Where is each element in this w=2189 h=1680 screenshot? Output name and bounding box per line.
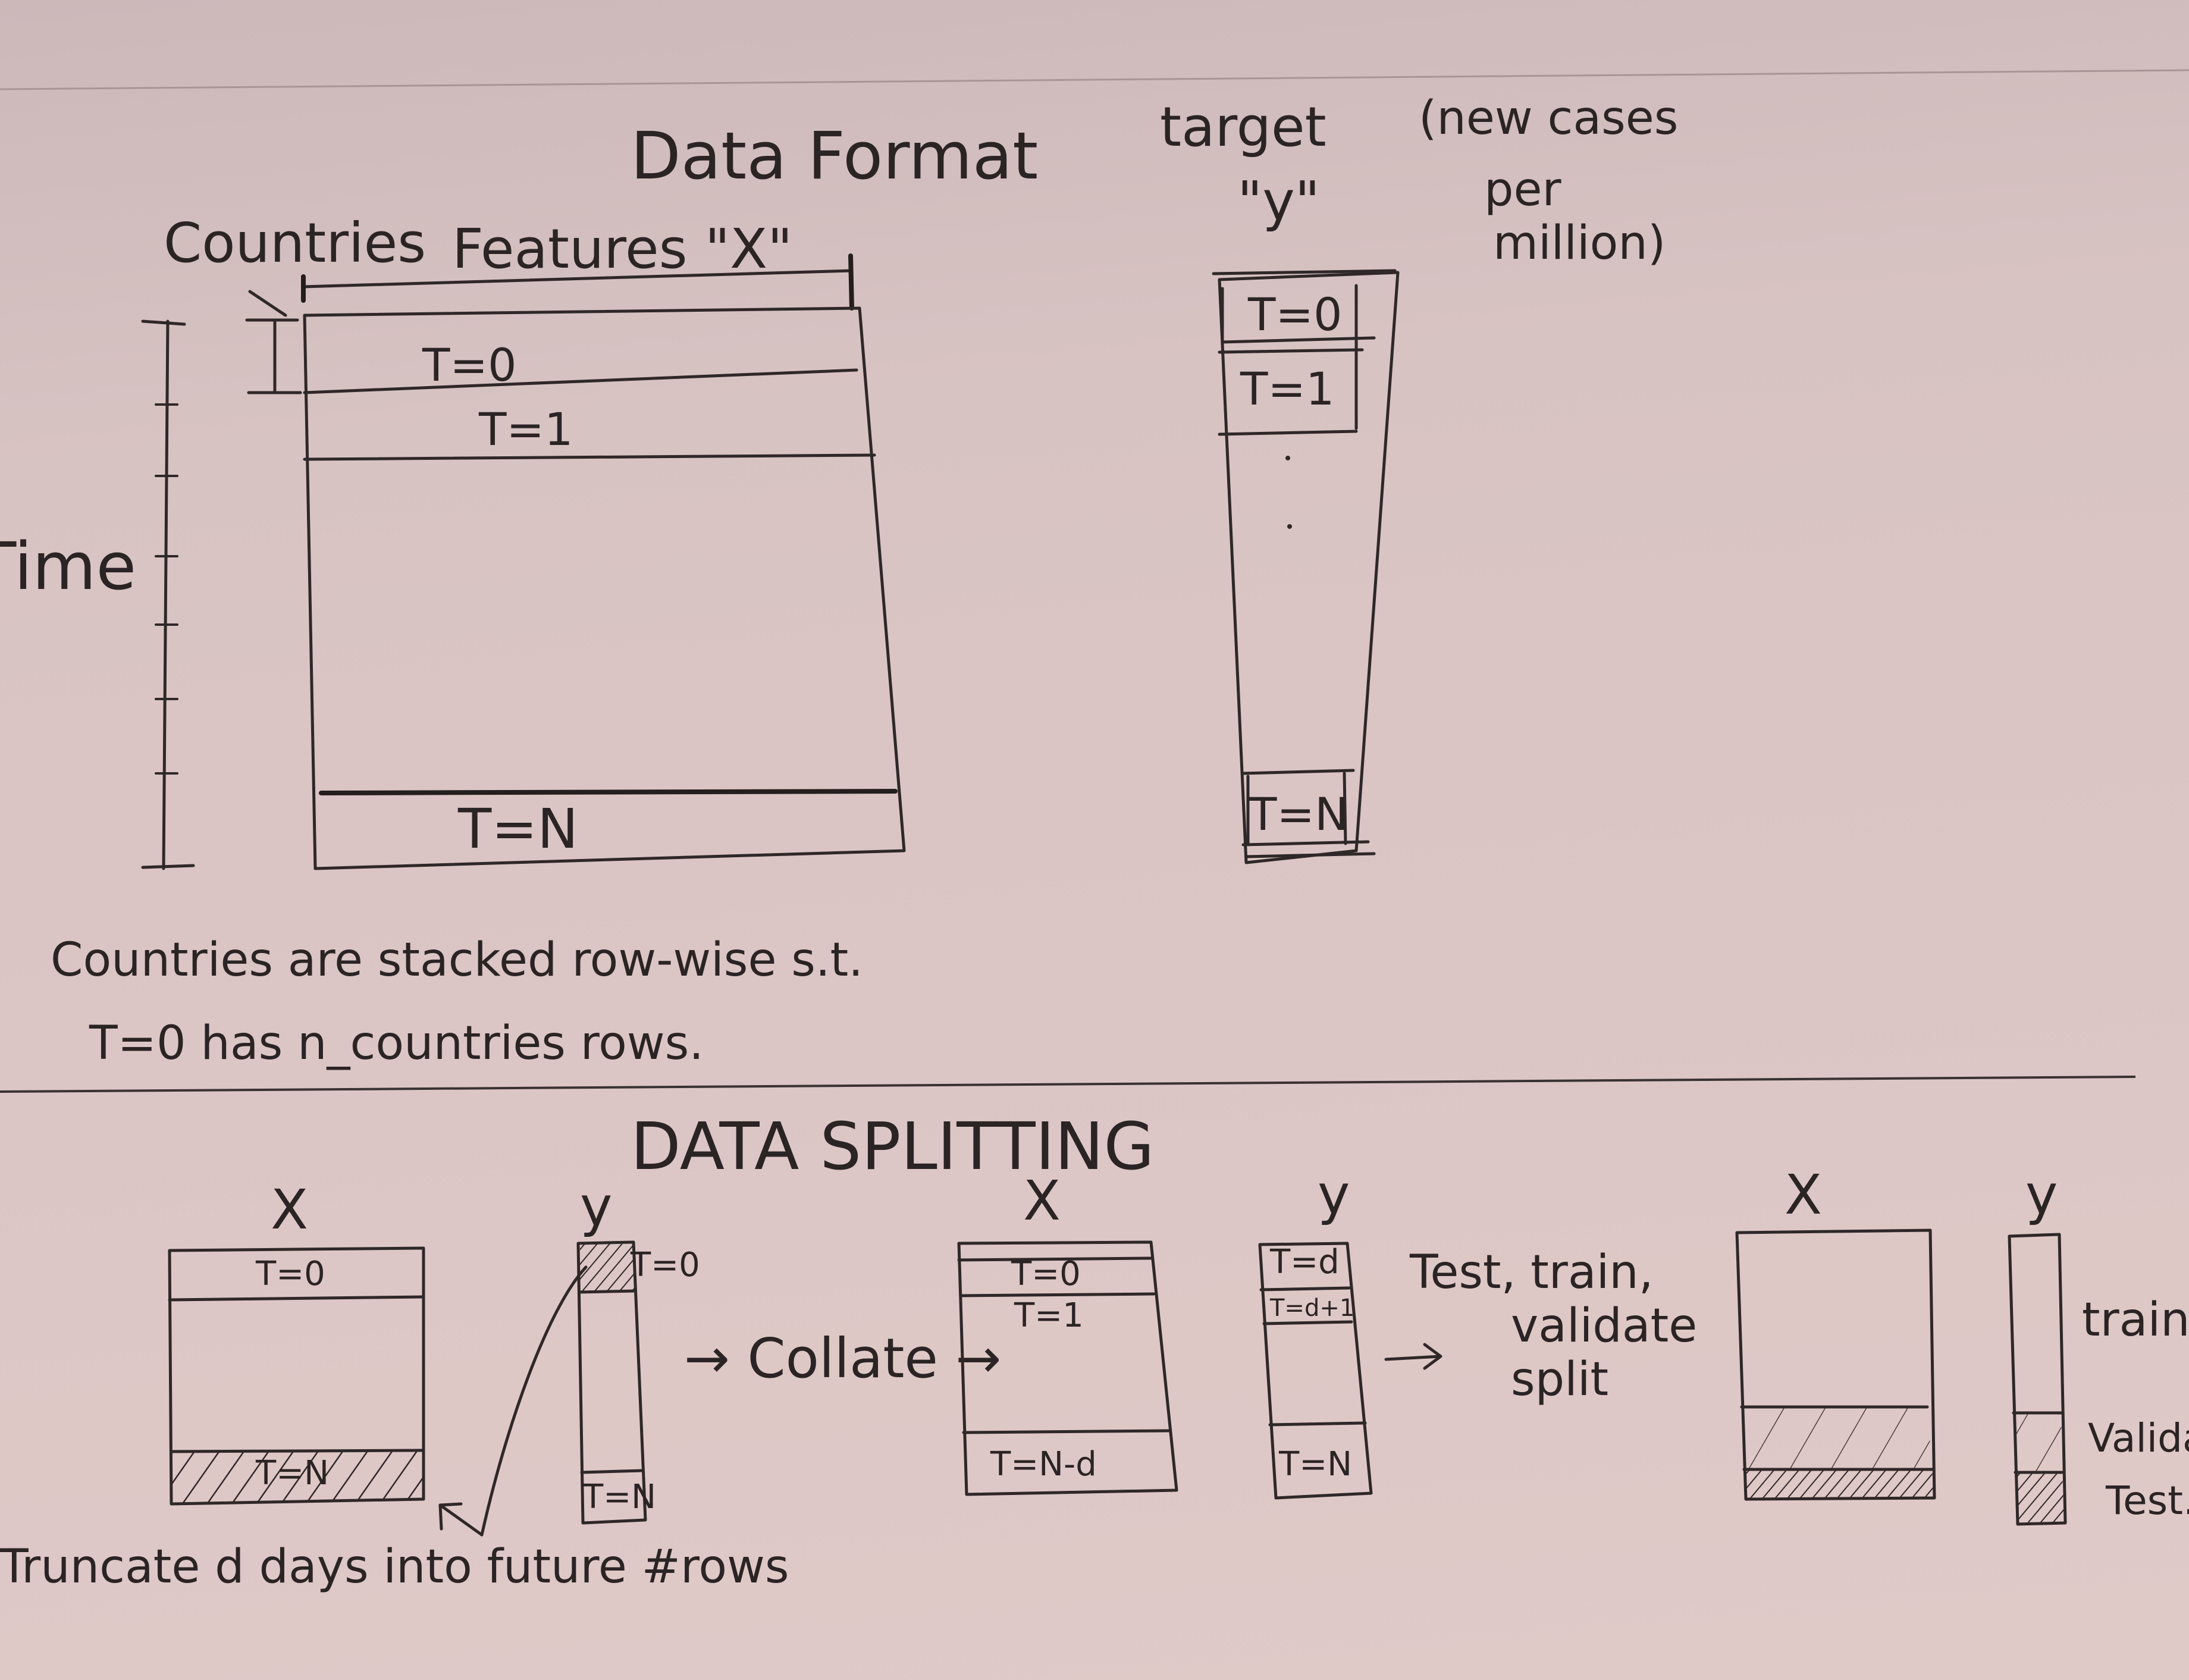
note-line2: T=0 has n_countries rows. [89, 1017, 704, 1070]
y2-vector [1258, 1242, 1373, 1500]
y1-label: y [580, 1175, 612, 1239]
y-row-t0: T=0 [1247, 288, 1342, 341]
y1-vector [576, 1240, 647, 1525]
features-label: Features "X" [452, 217, 792, 281]
x-row-t0: T=0 [422, 338, 516, 391]
y1-row-tn: T=N [582, 1478, 656, 1516]
x1-row-tn: T=N [255, 1454, 329, 1493]
x2-row-t1: T=1 [1014, 1296, 1084, 1335]
time-label: Time [0, 528, 136, 604]
y-row-t1: T=1 [1240, 362, 1334, 415]
split-note-line3: split [1511, 1353, 1608, 1406]
y3-vector [2008, 1233, 2067, 1526]
data-format-title: Data Format [631, 118, 1038, 194]
x-row-t1: T=1 [478, 403, 573, 456]
time-axis [141, 319, 195, 870]
target-var: "y" [1237, 170, 1320, 233]
x3-label: X [1785, 1163, 1822, 1227]
validate-label: Validate [2088, 1415, 2189, 1461]
x-feature-matrix [303, 306, 906, 870]
split-note-line2: validate [1511, 1299, 1697, 1353]
data-splitting-title: DATA SPLITTING [631, 1108, 1155, 1184]
x2-row-t0: T=0 [1011, 1255, 1081, 1293]
train-label: train [2082, 1293, 2189, 1347]
y2-label: y [1318, 1163, 1350, 1227]
y1-row-t0: T=0 [630, 1246, 700, 1284]
split-note-line1: Test, train, [1409, 1246, 1654, 1299]
x1-label: X [271, 1178, 308, 1242]
truncate-arrow [438, 1265, 588, 1537]
x2-matrix [957, 1240, 1178, 1496]
y2-row-td: T=d [1269, 1243, 1340, 1281]
test-label: Test. [2105, 1478, 2189, 1524]
countries-bracket [245, 290, 302, 394]
x3-matrix [1735, 1228, 1936, 1501]
y2-row-tn: T=N [1278, 1445, 1352, 1484]
split-arrow [1384, 1343, 1442, 1370]
x1-row-t0: T=0 [255, 1255, 325, 1293]
x2-label: X [1023, 1169, 1061, 1233]
target-note-line3: million) [1493, 217, 1666, 270]
countries-label: Countries [164, 211, 426, 275]
y3-label: y [2025, 1163, 2058, 1227]
y-target-vector [1212, 269, 1400, 864]
truncate-note: Truncate d days into future #rows [0, 1540, 789, 1594]
x2-row-tn-d: T=N-d [990, 1445, 1097, 1484]
collate-label: → Collate → [684, 1327, 1001, 1390]
y-row-tn: T=N [1249, 788, 1348, 841]
section-divider [0, 1076, 2136, 1093]
x1-matrix [168, 1246, 425, 1506]
target-note-line1: (new cases [1419, 92, 1678, 145]
x-row-tn: T=N [457, 797, 578, 861]
y2-row-td1: T=d+1 [1269, 1295, 1354, 1322]
target-label: target [1160, 95, 1326, 159]
features-bracket [301, 253, 854, 311]
paper-top-edge [0, 69, 2189, 90]
target-note-line2: per [1484, 163, 1562, 217]
note-line1: Countries are stacked row-wise s.t. [51, 933, 863, 987]
